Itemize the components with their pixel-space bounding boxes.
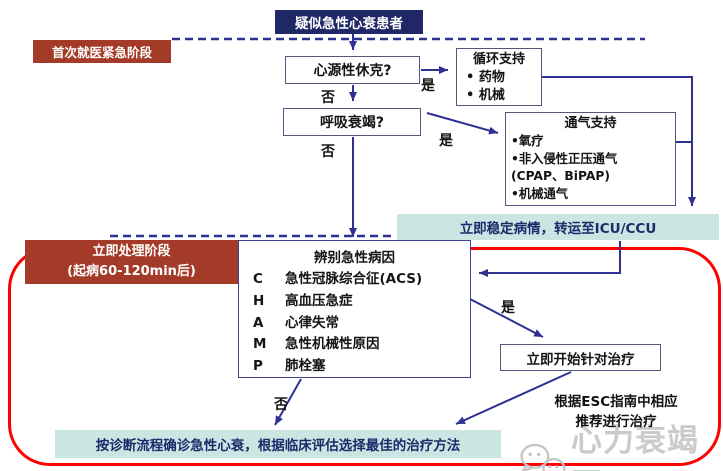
label-yes-champ: 是 bbox=[501, 300, 515, 316]
ventilation-item-nippv: •非入侵性正压通气(CPAP、BiPAP) bbox=[511, 151, 618, 184]
circulation-title: 循环支持 bbox=[472, 52, 525, 67]
esc-note: 根据ESC指南中相应 推荐进行治疗 bbox=[528, 392, 704, 432]
ventilation-title: 通气支持 bbox=[564, 116, 617, 131]
ventilation-box: 通气支持 •氧疗 •非入侵性正压通气(CPAP、BiPAP) •机械通气 bbox=[505, 112, 676, 206]
stage1-label-text: 首次就医紧急阶段 bbox=[51, 45, 152, 60]
final-box: 按诊断流程确诊急性心衰，根据临床评估选择最佳的治疗方法 bbox=[55, 430, 501, 458]
shock-box: 心源性休克? bbox=[285, 56, 420, 84]
icu-box: 立即稳定病情，转运至ICU/CCU bbox=[397, 214, 719, 240]
esc-note-line1: 根据ESC指南中相应 bbox=[554, 394, 678, 410]
champ-row-p: P 肺栓塞 bbox=[239, 356, 470, 378]
arrow-respiratory-yes-to-ventilation bbox=[426, 112, 499, 135]
respiratory-box: 呼吸衰竭? bbox=[283, 108, 421, 136]
stage2-label-line1: 立即处理阶段 bbox=[92, 244, 171, 259]
arrow-circulation-to-icu bbox=[542, 76, 696, 206]
final-box-label: 按诊断流程确诊急性心衰，根据临床评估选择最佳的治疗方法 bbox=[95, 438, 461, 454]
champ-row-a: A 心律失常 bbox=[239, 313, 470, 335]
champ-text-c: 急性冠脉综合征(ACS) bbox=[285, 271, 423, 287]
shock-box-label: 心源性休克? bbox=[313, 63, 392, 79]
champ-letter-h: H bbox=[253, 292, 265, 309]
label-no-respiratory: 否 bbox=[321, 144, 335, 160]
watermark-text: 心力衰竭网 bbox=[571, 423, 699, 471]
respiratory-box-label: 呼吸衰竭? bbox=[319, 115, 385, 131]
label-no-shock: 否 bbox=[321, 90, 335, 106]
circulation-item-mechanical: • 机械 bbox=[466, 88, 505, 103]
ventilation-item-mechanical: •机械通气 bbox=[511, 186, 569, 201]
treatment-box: 立即开始针对治疗 bbox=[500, 344, 661, 371]
champ-letter-c: C bbox=[253, 271, 263, 287]
champ-row-h: H 高血压急症 bbox=[239, 291, 470, 313]
esc-note-line2: 推荐进行治疗 bbox=[575, 414, 657, 430]
patient-box: 疑似急性心衰患者 bbox=[275, 10, 423, 34]
champ-letter-a: A bbox=[253, 314, 264, 331]
champ-box: 辨别急性病因 C 急性冠脉综合征(ACS) H 高血压急症 A 心律失常 M 急… bbox=[238, 240, 471, 378]
flow-arrows bbox=[274, 34, 696, 426]
champ-letter-m: M bbox=[253, 336, 267, 353]
circulation-item-drugs: • 药物 bbox=[466, 70, 505, 85]
stage2-label: 立即处理阶段 (起病60-120min后) bbox=[25, 240, 238, 284]
champ-title: 辨别急性病因 bbox=[314, 250, 395, 266]
champ-text-a: 心律失常 bbox=[285, 314, 339, 331]
arrow-champ-no-to-final bbox=[274, 378, 302, 426]
ventilation-item-oxygen: •氧疗 bbox=[511, 134, 544, 149]
champ-row-c: C 急性冠脉综合征(ACS) bbox=[239, 269, 470, 291]
arrow-champ-yes-to-treatment bbox=[469, 298, 544, 338]
stage2-label-line2: (起病60-120min后) bbox=[67, 264, 196, 279]
arrow-icu-to-champ bbox=[479, 241, 621, 277]
label-no-champ: 否 bbox=[274, 397, 288, 413]
icu-box-label: 立即稳定病情，转运至ICU/CCU bbox=[459, 221, 657, 237]
champ-letter-p: P bbox=[253, 358, 263, 375]
champ-rows: C 急性冠脉综合征(ACS) H 高血压急症 A 心律失常 M 急性机械性原因 … bbox=[239, 269, 470, 378]
champ-text-h: 高血压急症 bbox=[285, 292, 353, 309]
arrow-treatment-to-final bbox=[455, 371, 572, 425]
champ-row-m: M 急性机械性原因 bbox=[239, 334, 470, 356]
circulation-box: 循环支持 • 药物 • 机械 bbox=[456, 48, 542, 106]
wechat-icon bbox=[520, 443, 566, 471]
label-yes-shock: 是 bbox=[421, 78, 435, 94]
patient-box-label: 疑似急性心衰患者 bbox=[295, 16, 403, 32]
label-yes-respiratory: 是 bbox=[439, 133, 453, 149]
stage1-label: 首次就医紧急阶段 bbox=[33, 40, 171, 63]
champ-text-m: 急性机械性原因 bbox=[285, 336, 380, 353]
treatment-box-label: 立即开始针对治疗 bbox=[526, 351, 635, 368]
phase-divider-dashed-lines bbox=[110, 37, 645, 238]
champ-text-p: 肺栓塞 bbox=[285, 358, 326, 375]
watermark: 心力衰竭网 bbox=[514, 419, 723, 471]
